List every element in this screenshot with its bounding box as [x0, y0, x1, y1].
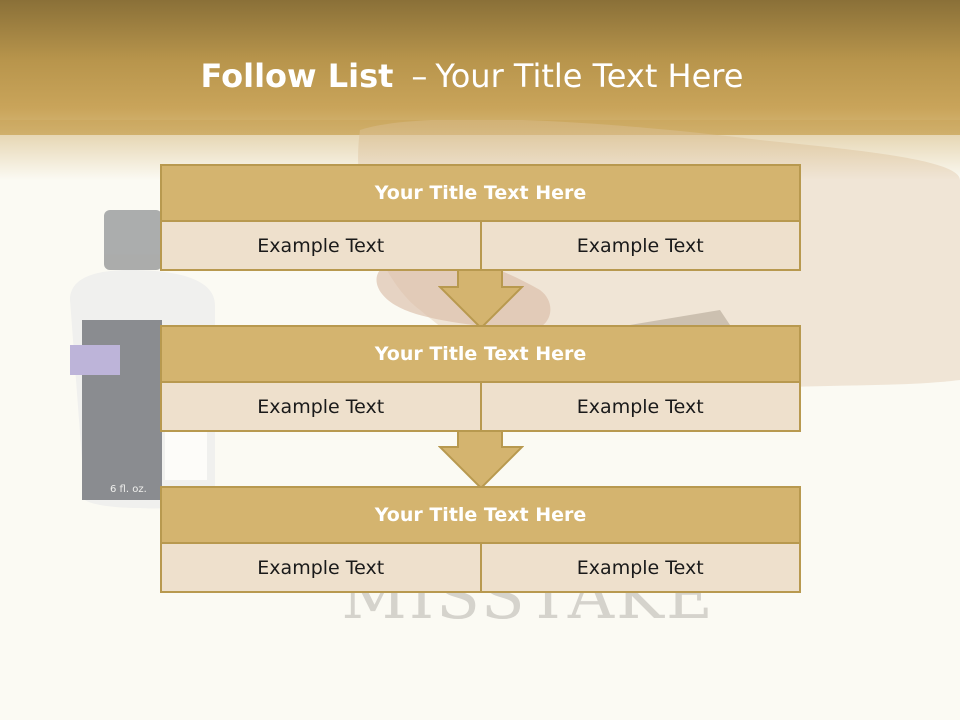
list-block-title: Your Title Text Here [160, 164, 801, 222]
bottle-label: 6 fl. oz. [110, 484, 147, 495]
list-block-left-text: Example Text [160, 544, 481, 593]
slide-title: Follow List–Your Title Text Here [0, 52, 944, 100]
list-block-title: Your Title Text Here [160, 486, 801, 544]
list-block-3: Your Title Text Here Example Text Exampl… [160, 486, 801, 593]
list-block-right-text: Example Text [480, 222, 801, 271]
list-block-right-text: Example Text [480, 544, 801, 593]
list-block-1: Your Title Text Here Example Text Exampl… [160, 164, 801, 271]
header-band [0, 0, 960, 135]
list-block-left-text: Example Text [160, 383, 481, 432]
slide-title-bold: Follow List [200, 57, 394, 95]
down-arrow-1 [438, 266, 524, 330]
slide-title-dash: – [411, 57, 428, 95]
slide-title-rest: Your Title Text Here [435, 57, 744, 95]
down-arrow-2 [438, 426, 524, 490]
list-block-left-text: Example Text [160, 222, 481, 271]
list-block-right-text: Example Text [480, 383, 801, 432]
list-block-title: Your Title Text Here [160, 325, 801, 383]
list-block-2: Your Title Text Here Example Text Exampl… [160, 325, 801, 432]
